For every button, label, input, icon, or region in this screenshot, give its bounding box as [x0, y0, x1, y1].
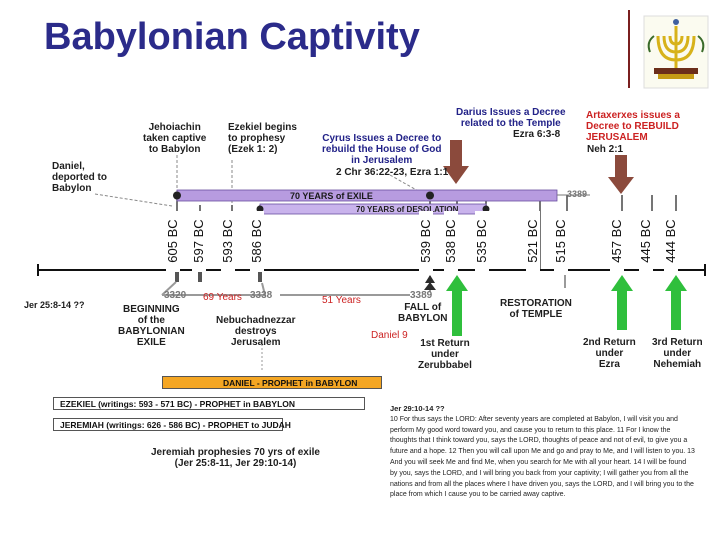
event-fall-of-babylon: FALL of BABYLON — [398, 302, 448, 324]
event-cyrus-ref: 2 Chr 36:22-23, Ezra 1:1 — [336, 167, 449, 178]
desolation-start-dot — [256, 205, 264, 213]
menorah-emblem-icon — [643, 15, 709, 89]
date-label: 515 BC — [553, 211, 568, 271]
event-daniel-deported: Daniel, deported to Babylon — [52, 161, 107, 194]
decree-arrow-artaxerxes — [608, 155, 634, 194]
title-divider — [628, 10, 630, 88]
event-darius-ref: Ezra 6:3-8 — [513, 129, 561, 140]
jer-25-ref: Jer 25:8-14 ?? — [24, 300, 85, 310]
jeremiah-prophecy-note: Jeremiah prophesies 70 yrs of exile (Jer… — [151, 447, 320, 469]
date-label: 521 BC — [525, 211, 540, 271]
return-arrow-3-icon — [665, 275, 687, 330]
date-label: 593 BC — [220, 211, 235, 271]
scripture-ref: Jer 29:10-14 ?? — [390, 404, 445, 413]
event-beginning-exile: BEGINNING of the BABYLONIAN EXILE — [118, 304, 185, 348]
event-jehoiachin: Jehoiachin taken captive to Babylon — [143, 122, 207, 155]
event-artaxerxes: Artaxerxes issues a Decree to REBUILD JE… — [586, 110, 680, 143]
date-label: 457 BC — [609, 211, 624, 271]
date-label: 597 BC — [191, 211, 206, 271]
decree-arrow-darius — [443, 140, 469, 184]
ezekiel-prophet-bar: EZEKIEL (writings: 593 - 571 BC) - PROPH… — [53, 397, 365, 410]
exile-end-number: 3389 — [567, 189, 588, 199]
date-label: 539 BC — [418, 211, 433, 271]
return-arrow-2-icon — [611, 275, 633, 330]
marker-605 — [175, 272, 179, 282]
date-label: 586 BC — [249, 211, 264, 271]
event-return-1: 1st Return under Zerubbabel — [418, 338, 472, 371]
date-label: 535 BC — [474, 211, 489, 271]
jeremiah-prophet-bar: JEREMIAH (writings: 626 - 586 BC) - PROP… — [53, 418, 291, 431]
date-label: 445 BC — [638, 211, 653, 271]
exile-label: 70 YEARS of EXILE — [290, 191, 373, 201]
desolation-label: 70 YEARS of DESOLATION — [356, 205, 459, 214]
daniel-9-ref: Daniel 9 — [371, 330, 408, 341]
scripture-excerpt: Jer 29:10-14 ?? 10 For thus says the LOR… — [390, 404, 695, 522]
event-artaxerxes-ref: Neh 2:1 — [587, 144, 624, 155]
date-label: 605 BC — [165, 211, 180, 271]
mark-3389: 3389 — [410, 290, 433, 301]
marker-586 — [258, 272, 262, 282]
marker-597 — [198, 272, 202, 282]
leader-daniel — [94, 193, 173, 207]
return-arrow-1-icon — [446, 275, 468, 336]
desolation-end-dot — [482, 205, 490, 213]
date-label: 538 BC — [443, 211, 458, 271]
event-darius: Darius Issues a Decree related to the Te… — [456, 107, 566, 129]
event-cyrus: Cyrus Issues a Decree to rebuild the Hou… — [322, 133, 442, 166]
event-restoration: RESTORATION of TEMPLE — [500, 298, 572, 320]
fall-of-babylon-arrow-icon — [424, 282, 436, 290]
event-return-2: 2nd Return under Ezra — [583, 337, 636, 370]
mark-3338: 3338 — [250, 290, 273, 301]
leader-cyrus — [389, 174, 421, 193]
date-label: 444 BC — [663, 211, 678, 271]
event-nebuchadnezzar: Nebuchadnezzar destroys Jerusalem — [216, 315, 296, 348]
mark-3320: 3320 — [164, 290, 187, 301]
mark-51-years: 51 Years — [322, 295, 361, 306]
exile-start-dot — [173, 191, 181, 200]
mark-69-years: 69 Years — [203, 292, 242, 303]
daniel-prophet-bar: DANIEL - PROPHET in BABYLON — [162, 376, 382, 389]
scripture-text: 10 For thus says the LORD: After seventy… — [390, 415, 695, 499]
event-ezekiel: Ezekiel begins to prophesy (Ezek 1: 2) — [228, 122, 297, 155]
page-title: Babylonian Captivity — [44, 16, 420, 58]
exile-end-dot — [426, 191, 434, 200]
event-return-3: 3rd Return under Nehemiah — [652, 337, 703, 370]
